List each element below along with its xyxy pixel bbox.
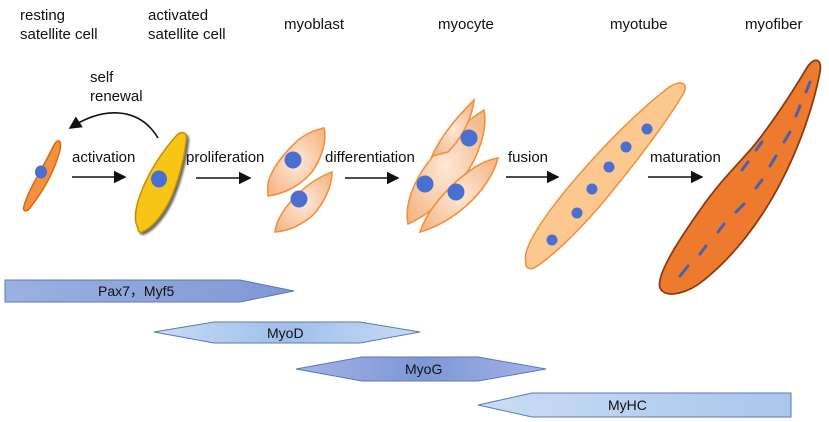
stage-label-line: activated: [148, 7, 209, 24]
stage-label-line: satellite cell: [20, 26, 98, 43]
stage-label-line: resting: [20, 7, 66, 24]
myhc-bar: [477, 392, 792, 418]
nucleus: [290, 190, 308, 208]
myoblast-cells: [267, 127, 333, 233]
stage-label-activated: activated satellite cell: [148, 6, 226, 44]
proliferation-label: proliferation: [186, 149, 265, 166]
pax7-myf5-bar: [4, 279, 295, 303]
nucleus: [571, 207, 583, 219]
nucleus: [151, 170, 167, 188]
nucleus: [284, 151, 302, 169]
nucleus: [447, 183, 465, 201]
myod-bar: [153, 321, 421, 344]
nucleus: [546, 234, 558, 246]
stage-label-myotube: myotube: [610, 16, 668, 33]
pax7-myf5-label: Pax7，Myf5: [98, 283, 175, 299]
self-renewal-line: renewal: [90, 88, 143, 105]
stage-label-myoblast: myoblast: [284, 16, 345, 33]
stage-label-myocyte: myocyte: [438, 16, 494, 33]
nucleus: [586, 183, 598, 195]
activation-label: activation: [72, 149, 136, 166]
stage-label-resting: resting satellite cell: [20, 6, 98, 44]
resting-satellite-cell: [22, 140, 62, 212]
nucleus: [460, 129, 478, 147]
self-renewal-label: self renewal: [90, 68, 143, 106]
stage-label-line: satellite cell: [148, 26, 226, 43]
fusion-label: fusion: [508, 149, 549, 166]
myofiber: [658, 59, 822, 295]
maturation-label: maturation: [650, 149, 721, 166]
stage-label-myofiber: myofiber: [745, 16, 803, 33]
myofiber-nuclei: [678, 80, 812, 278]
myod-label: MyoD: [267, 325, 304, 341]
myog-bar: [295, 356, 547, 382]
differentiation-label: differentiation: [325, 149, 415, 166]
myhc-label: MyHC: [608, 397, 647, 413]
activated-satellite-cell: [134, 131, 188, 233]
self-renewal-arrow: [68, 112, 159, 139]
self-renewal-line: self: [90, 69, 114, 86]
myotube: [524, 82, 686, 270]
nucleus: [416, 175, 434, 193]
nucleus: [603, 161, 615, 173]
nucleus: [641, 123, 653, 135]
nucleus: [35, 165, 47, 179]
myog-label: MyoG: [405, 361, 443, 377]
myocyte-cells: [406, 97, 500, 234]
nucleus: [620, 141, 632, 153]
